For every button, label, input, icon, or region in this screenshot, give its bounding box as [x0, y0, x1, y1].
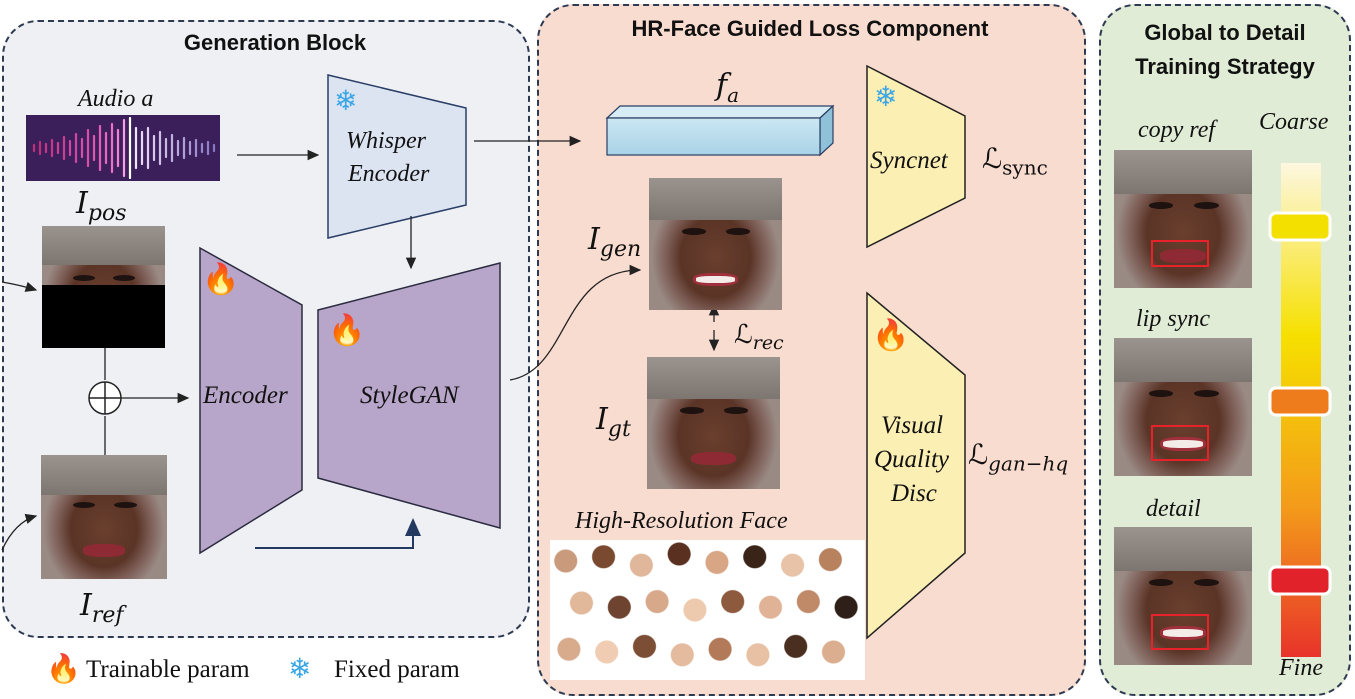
f-a-label: fa: [716, 68, 740, 107]
i-pos-face-image: [42, 226, 165, 348]
audio-label: Audio a: [78, 86, 154, 112]
slider-handle-fine: [1268, 565, 1332, 596]
legend-fixed-label: Fixed param: [334, 656, 460, 683]
stylegan-label: StyleGAN: [360, 382, 459, 409]
snowflake-icon: ❄: [874, 80, 898, 113]
stage-face-copy-ref: [1114, 150, 1252, 288]
stage-mouth-box-detail: [1151, 614, 1209, 650]
snowflake-icon: ❄: [334, 84, 358, 117]
stage-mouth-box-copy-ref: [1151, 240, 1209, 267]
whisper-encoder-label-2: Encoder: [348, 161, 430, 187]
fire-icon: 🔥: [328, 313, 366, 348]
hr-face-collage: [550, 540, 865, 680]
disc-label-1: Visual: [881, 412, 944, 439]
disc-label-2: Quality: [874, 446, 949, 473]
i-pos-label: Ipos: [76, 186, 127, 226]
whisper-encoder-shape: [327, 74, 467, 239]
syncnet-label: Syncnet: [870, 147, 948, 174]
encoder-shape: [199, 246, 303, 555]
stage-label-detail: detail: [1146, 496, 1201, 522]
fire-icon: 🔥: [202, 262, 240, 297]
stage-mouth-box-lip-sync: [1151, 425, 1209, 461]
stylegan-shape: [317, 262, 501, 529]
slider-handle-mid: [1268, 386, 1332, 417]
stage-label-lip-sync: lip sync: [1136, 306, 1210, 332]
l-gan-hq-label: ℒgan−hq: [968, 438, 1069, 476]
legend-trainable-label: Trainable param: [86, 656, 250, 683]
fire-icon: 🔥: [872, 318, 910, 353]
stage-face-lip-sync: [1114, 338, 1252, 476]
slider-handle-coarse: [1268, 211, 1332, 242]
i-gt-label: Igt: [596, 402, 631, 442]
fine-label: Fine: [1279, 655, 1323, 681]
encoder-label: Encoder: [203, 382, 288, 409]
i-gt-face-image: [647, 357, 780, 489]
strategy-title-line1: Global to Detail: [1144, 20, 1306, 45]
strategy-title-line2: Training Strategy: [1135, 54, 1315, 79]
syncnet-shape: [866, 64, 966, 249]
feature-fa-box: [605, 104, 835, 157]
stage-face-detail: [1114, 527, 1252, 665]
whisper-encoder-label-1: Whisper: [346, 128, 426, 154]
hr-face-label: High-Resolution Face: [575, 508, 788, 534]
stage-label-copy-ref: copy ref: [1138, 117, 1216, 143]
disc-label-3: Disc: [891, 480, 937, 507]
disc-shape: [866, 291, 966, 640]
audio-waveform-bars: [32, 116, 216, 180]
loss-component-title: HR-Face Guided Loss Component: [631, 16, 989, 41]
snowflake-icon: ❄: [288, 652, 312, 685]
fire-icon: 🔥: [46, 652, 81, 685]
coarse-label: Coarse: [1259, 109, 1329, 135]
l-rec-label: ℒrec: [734, 320, 784, 355]
i-gen-face-image: [649, 178, 782, 310]
l-sync-label: ℒsync: [982, 142, 1048, 180]
generation-block-title: Generation Block: [183, 30, 367, 55]
i-ref-label: Iref: [80, 588, 124, 628]
i-gen-label: Igen: [588, 222, 642, 262]
i-ref-face-image: [41, 455, 167, 579]
